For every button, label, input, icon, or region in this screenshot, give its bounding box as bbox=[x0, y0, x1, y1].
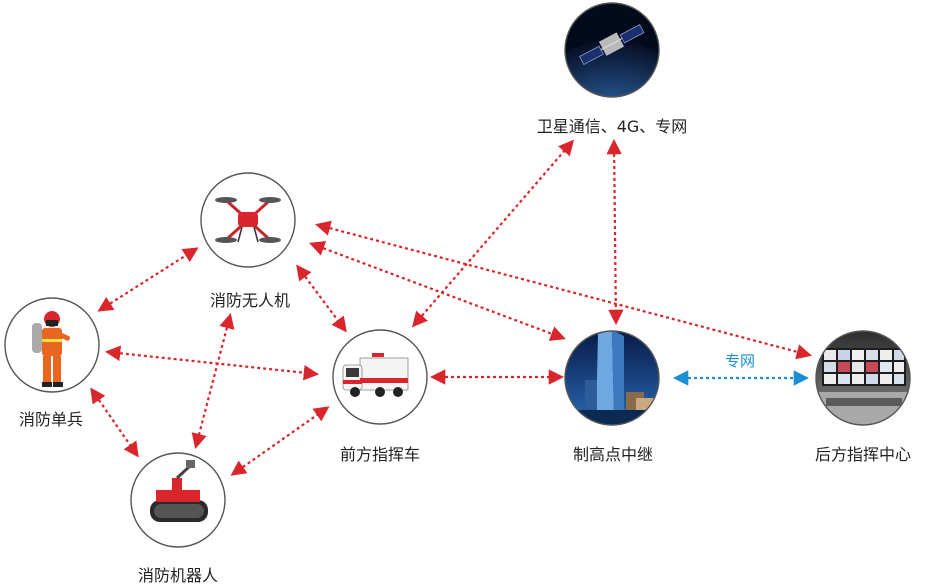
drone-icon bbox=[215, 197, 281, 243]
connection-arrows bbox=[90, 138, 812, 476]
robot-label: 消防机器人 bbox=[137, 566, 219, 585]
arrow-robot-vehicle bbox=[230, 406, 330, 476]
arrow-vehicle-satellite bbox=[411, 139, 575, 328]
arrow-soldier-robot bbox=[90, 387, 139, 458]
relay-node bbox=[564, 330, 660, 426]
soldier-node bbox=[4, 297, 100, 393]
firefighter-icon bbox=[32, 311, 71, 387]
rear-center-label: 后方指挥中心 bbox=[814, 445, 912, 464]
command-vehicle-label: 前方指挥车 bbox=[339, 445, 421, 464]
satellite-node bbox=[564, 2, 660, 98]
arrow-drone-robot bbox=[191, 313, 235, 449]
arrow-drone-relay bbox=[309, 241, 566, 341]
relay-label: 制高点中继 bbox=[572, 445, 654, 464]
arrow-satellite-relay bbox=[606, 138, 624, 326]
soldier-label: 消防单兵 bbox=[18, 410, 84, 429]
satellite-icon bbox=[579, 24, 645, 65]
drone-label: 消防无人机 bbox=[209, 291, 291, 310]
robot-node bbox=[130, 452, 226, 548]
drone-node bbox=[200, 172, 296, 268]
command-vehicle-node bbox=[332, 329, 428, 425]
arrow-soldier-vehicle bbox=[104, 345, 320, 381]
private-network-label: 专网 bbox=[724, 352, 756, 370]
rear-center-node bbox=[815, 330, 911, 426]
arrow-drone-vehicle bbox=[296, 264, 347, 333]
arrow-soldier-drone bbox=[97, 247, 199, 312]
tracked-robot-icon bbox=[150, 460, 208, 522]
satellite-label: 卫星通信、4G、专网 bbox=[536, 117, 688, 136]
fire-truck-icon bbox=[342, 353, 409, 397]
